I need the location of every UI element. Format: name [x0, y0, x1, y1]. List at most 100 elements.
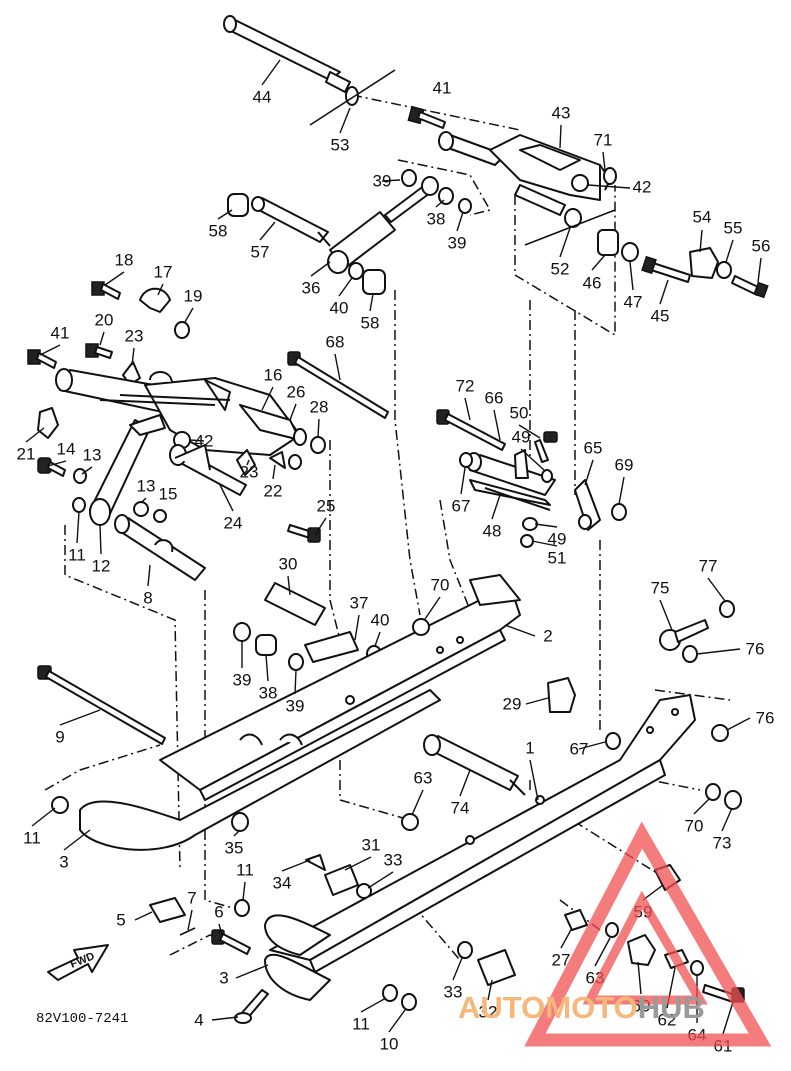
washer-15	[153, 509, 167, 523]
callout-39: 39	[233, 671, 252, 690]
callout-5: 5	[116, 911, 125, 930]
nut-49-upper	[541, 469, 553, 483]
callout-55: 55	[724, 219, 743, 238]
callout-2: 2	[543, 627, 552, 646]
slide-rail-left	[79, 689, 441, 851]
callout-13: 13	[83, 446, 102, 465]
collar-30	[264, 582, 326, 626]
callout-77: 77	[699, 557, 718, 576]
clip-22	[269, 451, 286, 469]
bracket-65	[574, 479, 601, 531]
callout-54: 54	[693, 208, 712, 227]
collar-58-left	[227, 193, 249, 217]
slider-shoe-3	[264, 914, 331, 1001]
callout-23: 23	[125, 327, 144, 346]
callout-1: 1	[525, 739, 534, 758]
washer-76-lower	[711, 724, 729, 742]
washer-63-upper	[401, 813, 419, 831]
callout-39: 39	[373, 172, 392, 191]
collar-58-right	[362, 269, 386, 295]
bushing-35	[231, 812, 249, 832]
callout-14: 14	[57, 440, 76, 459]
callout-25: 25	[317, 497, 336, 516]
callout-41: 41	[51, 324, 70, 343]
leader-lines	[25, 59, 762, 1035]
clip-34	[305, 854, 326, 871]
callout-8: 8	[143, 589, 152, 608]
callout-73: 73	[713, 834, 732, 853]
nut-77	[719, 600, 735, 618]
callout-76: 76	[756, 709, 775, 728]
callout-47: 47	[624, 293, 643, 312]
callout-70: 70	[431, 576, 450, 595]
cap-54	[689, 247, 719, 279]
callout-66: 66	[485, 389, 504, 408]
bolt-9	[37, 665, 166, 745]
callout-32: 32	[479, 1003, 498, 1022]
nut-22	[288, 454, 302, 470]
washer-11-left	[51, 796, 69, 814]
washer-63-lower	[605, 922, 619, 938]
nut-73	[724, 790, 742, 810]
callout-50: 50	[510, 404, 529, 423]
shock-absorber	[327, 176, 439, 274]
callout-40: 40	[371, 611, 390, 630]
callout-72: 72	[456, 377, 475, 396]
callout-17: 17	[154, 263, 173, 282]
shaft-24	[169, 444, 247, 496]
callout-11: 11	[23, 829, 41, 848]
callout-33: 33	[384, 851, 403, 870]
bushing-39-mid-2	[288, 653, 304, 671]
callout-38: 38	[259, 684, 278, 703]
spacer-38-top	[438, 187, 454, 205]
bushing-21	[37, 407, 59, 439]
washer-11-mid	[234, 899, 250, 917]
bolt-50	[534, 431, 558, 463]
callout-51: 51	[548, 549, 567, 568]
nut-69	[611, 503, 627, 521]
pin-7	[179, 927, 196, 936]
screw-4	[234, 989, 269, 1024]
bushing-39-top-2	[458, 198, 472, 214]
callout-24: 24	[224, 514, 243, 533]
slide-rail-2	[159, 574, 521, 801]
watermark-auto: AUTOMO	[458, 990, 595, 1025]
automotohub-watermark: AUTOMOTOHUB	[458, 821, 772, 1047]
nut-60	[627, 934, 656, 966]
bolt-27	[564, 909, 588, 931]
washer-11-lower	[382, 984, 398, 1002]
bolt-75	[659, 619, 709, 651]
bushing-5	[149, 897, 186, 923]
bushing-39-top	[401, 169, 417, 187]
washer-33-upper	[356, 883, 372, 899]
shaft-37	[304, 631, 359, 663]
shaft-57	[251, 196, 331, 247]
washer-67-upper	[459, 452, 473, 468]
callout-70: 70	[685, 817, 704, 836]
nut-19	[174, 321, 190, 339]
callout-40: 40	[330, 299, 349, 318]
watermark-triangle-icon	[524, 821, 772, 1047]
clip-23-lower	[236, 449, 256, 476]
bolt-45	[641, 255, 691, 283]
callout-19: 19	[184, 287, 203, 306]
callout-74: 74	[451, 799, 470, 818]
callout-68: 68	[326, 333, 345, 352]
bolt-68	[287, 351, 389, 419]
shaft-44	[223, 15, 351, 93]
collar-42-top	[571, 174, 589, 192]
bushing-46	[597, 229, 619, 256]
callout-34: 34	[273, 874, 292, 893]
callout-62: 62	[658, 1011, 677, 1030]
callout-49: 49	[548, 530, 567, 549]
callout-41: 41	[433, 79, 452, 98]
callout-6: 6	[214, 903, 223, 922]
callout-11: 11	[68, 546, 86, 565]
callout-31: 31	[362, 836, 381, 855]
callout-28: 28	[310, 398, 329, 417]
callout-49: 49	[512, 428, 531, 447]
callout-12: 12	[92, 557, 111, 576]
bolt-18	[91, 281, 121, 300]
callout-42: 42	[195, 432, 214, 451]
